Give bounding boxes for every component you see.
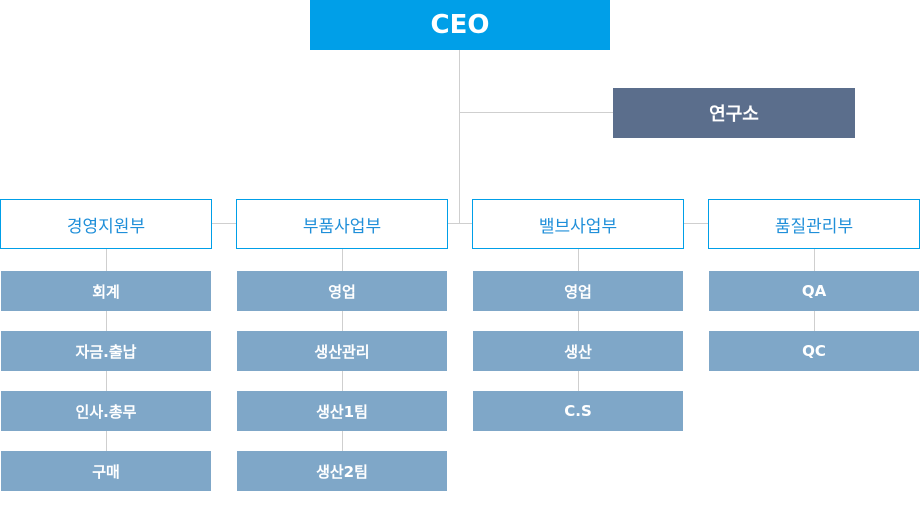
team-node: 영업 xyxy=(473,271,683,311)
team-node: 구매 xyxy=(1,451,211,491)
division-node-quality-control: 품질관리부 xyxy=(708,199,920,249)
connector-division-3-teams xyxy=(578,249,579,391)
division-node-parts-business: 부품사업부 xyxy=(236,199,448,249)
team-node: 영업 xyxy=(237,271,447,311)
team-node: C.S xyxy=(473,391,683,431)
division-node-valve-business: 밸브사업부 xyxy=(472,199,684,249)
connector-divisions-horizontal xyxy=(212,223,708,224)
research-lab-node: 연구소 xyxy=(613,88,855,138)
team-node: 생산 xyxy=(473,331,683,371)
team-node: QC xyxy=(709,331,919,371)
team-node: 인사.총무 xyxy=(1,391,211,431)
ceo-node: CEO xyxy=(310,0,610,50)
team-node: 회계 xyxy=(1,271,211,311)
team-node: 생산관리 xyxy=(237,331,447,371)
team-node: 생산2팀 xyxy=(237,451,447,491)
connector-lab-horizontal xyxy=(459,112,613,113)
team-node: QA xyxy=(709,271,919,311)
division-node-management-support: 경영지원부 xyxy=(0,199,212,249)
team-node: 자금.출납 xyxy=(1,331,211,371)
team-node: 생산1팀 xyxy=(237,391,447,431)
connector-ceo-vertical xyxy=(459,50,460,224)
